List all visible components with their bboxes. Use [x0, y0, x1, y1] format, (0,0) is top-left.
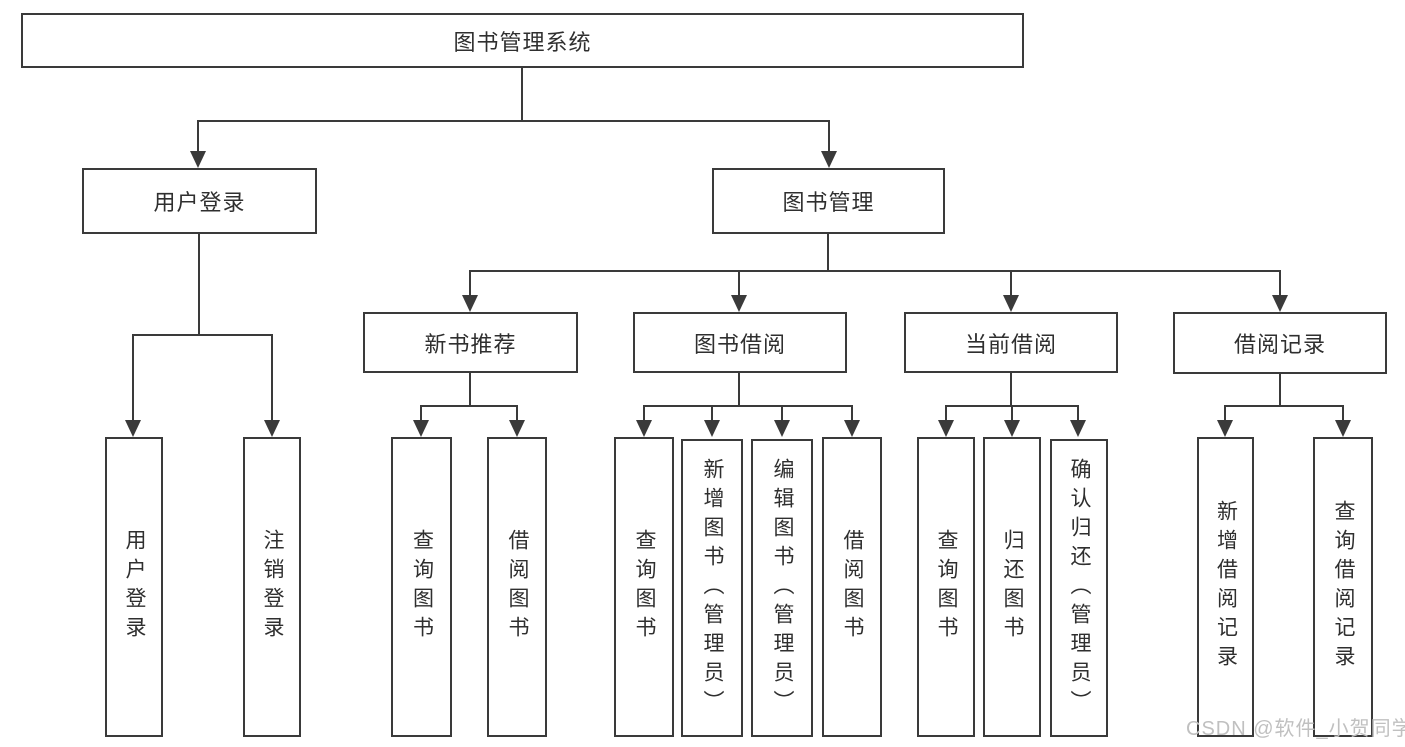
node-borrow-books-borrowing: 借阅图书: [822, 437, 882, 737]
node-label: 确认归还（管理员）: [1068, 457, 1092, 719]
arrowhead-down-icon: [125, 420, 141, 437]
node-label: 借阅图书: [841, 529, 865, 645]
connector-line: [1279, 373, 1281, 407]
node-label: 图书借阅: [693, 331, 786, 357]
arrowhead-down-icon: [636, 420, 652, 437]
arrowhead-down-icon: [1217, 420, 1233, 437]
connector-line: [738, 270, 740, 296]
arrowhead-down-icon: [731, 295, 747, 312]
csdn-watermark: CSDN @软件_小贺同学: [1186, 718, 1405, 740]
arrowhead-down-icon: [509, 420, 525, 437]
node-label: 用户登录: [123, 529, 147, 645]
node-label: 编辑图书（管理员）: [771, 457, 795, 719]
node-label: 查询图书: [633, 529, 657, 645]
arrowhead-down-icon: [413, 420, 429, 437]
connector-line: [643, 405, 645, 421]
node-label: 用户登录: [153, 190, 246, 215]
arrowhead-down-icon: [1004, 420, 1020, 437]
connector-line: [1342, 405, 1344, 421]
arrowhead-down-icon: [821, 151, 837, 168]
connector-line: [198, 234, 200, 336]
node-borrowing-records: 借阅记录: [1173, 312, 1387, 374]
node-add-borrow-record: 新增借阅记录: [1197, 437, 1254, 737]
arrowhead-down-icon: [1272, 295, 1288, 312]
node-user-login: 用户登录: [82, 168, 317, 234]
node-library-management-system: 图书管理系统: [21, 13, 1024, 68]
node-label: 图书管理系统: [453, 29, 592, 55]
connector-line: [420, 405, 422, 421]
node-query-borrow-record: 查询借阅记录: [1313, 437, 1373, 737]
connector-line: [521, 68, 523, 121]
node-book-borrowing: 图书借阅: [633, 312, 847, 373]
connector-line: [271, 334, 273, 421]
connector-line: [827, 234, 829, 272]
connector-line: [132, 334, 134, 421]
node-new-book-recommendation: 新书推荐: [363, 312, 578, 373]
arrowhead-down-icon: [938, 420, 954, 437]
connector-line: [1279, 270, 1281, 296]
node-user-login-leaf: 用户登录: [105, 437, 163, 737]
node-confirm-return-admin: 确认归还（管理员）: [1050, 439, 1108, 737]
node-label: 借阅图书: [506, 529, 530, 645]
arrowhead-down-icon: [1335, 420, 1351, 437]
connector-line: [851, 405, 853, 421]
node-return-books: 归还图书: [983, 437, 1041, 737]
connector-line: [197, 120, 830, 122]
node-label: 注销登录: [261, 529, 285, 645]
arrowhead-down-icon: [462, 295, 478, 312]
node-label: 归还图书: [1001, 529, 1025, 645]
node-label: 查询借阅记录: [1332, 500, 1356, 674]
node-label: 新增图书（管理员）: [701, 457, 725, 719]
connector-line: [469, 270, 1281, 272]
arrowhead-down-icon: [704, 420, 720, 437]
connector-line: [945, 405, 947, 421]
arrowhead-down-icon: [190, 151, 206, 168]
node-book-management: 图书管理: [712, 168, 945, 234]
node-current-borrowing: 当前借阅: [904, 312, 1118, 373]
connector-line: [643, 405, 853, 407]
connector-line: [1011, 405, 1013, 421]
connector-line: [781, 405, 783, 421]
connector-line: [738, 373, 740, 407]
connector-line: [828, 120, 830, 152]
connector-line: [469, 373, 471, 407]
node-label: 查询图书: [410, 529, 434, 645]
node-label: 新书推荐: [424, 331, 517, 357]
node-label: 查询图书: [935, 529, 959, 645]
connector-line: [1224, 405, 1226, 421]
node-query-books-recommend: 查询图书: [391, 437, 452, 737]
node-label: 新增借阅记录: [1214, 500, 1238, 674]
connector-line: [1077, 405, 1079, 421]
node-borrow-books-recommend: 借阅图书: [487, 437, 547, 737]
connector-line: [420, 405, 518, 407]
node-logout-login: 注销登录: [243, 437, 301, 737]
connector-line: [1010, 373, 1012, 407]
node-add-books-admin: 新增图书（管理员）: [681, 439, 743, 737]
arrowhead-down-icon: [1003, 295, 1019, 312]
connector-line: [1010, 270, 1012, 296]
node-label: 借阅记录: [1233, 332, 1326, 357]
connector-line: [197, 120, 199, 152]
connector-line: [516, 405, 518, 421]
node-query-books-borrowing: 查询图书: [614, 437, 674, 737]
connector-line: [469, 270, 471, 296]
connector-line: [1224, 405, 1344, 407]
connector-line: [711, 405, 713, 421]
node-query-books-current: 查询图书: [917, 437, 975, 737]
node-edit-books-admin: 编辑图书（管理员）: [751, 439, 813, 737]
connector-line: [132, 334, 273, 336]
node-label: 图书管理: [782, 190, 875, 215]
arrowhead-down-icon: [264, 420, 280, 437]
node-label: 当前借阅: [964, 331, 1057, 357]
arrowhead-down-icon: [1070, 420, 1086, 437]
arrowhead-down-icon: [774, 420, 790, 437]
arrowhead-down-icon: [844, 420, 860, 437]
